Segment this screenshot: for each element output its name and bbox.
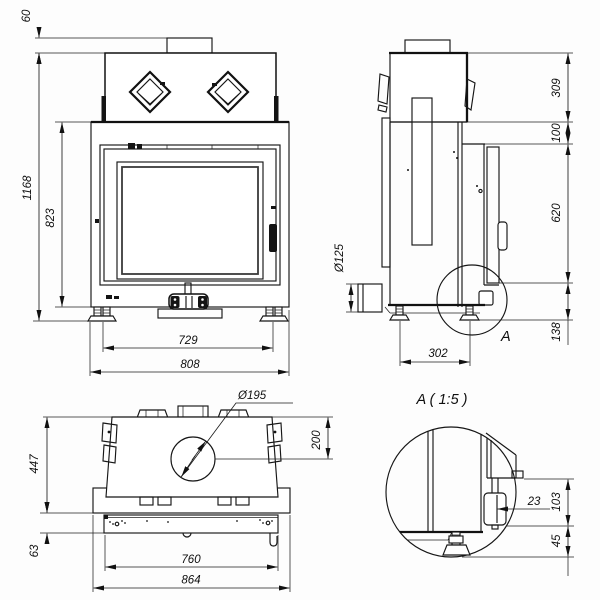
side-door-leaf — [486, 146, 500, 284]
dim-label-o195: Ø195 — [237, 390, 267, 402]
dim-label-823: 823 — [45, 208, 57, 228]
side-body-lines — [389, 121, 499, 307]
dim-label-63: 63 — [29, 544, 41, 557]
detail-door-corner — [485, 432, 517, 479]
hood-right-bracket — [274, 96, 279, 122]
dim-label-138: 138 — [551, 322, 563, 342]
dim-label-309: 309 — [551, 78, 563, 98]
detail-a-circle — [436, 264, 508, 336]
facade-hook — [269, 533, 278, 547]
dim-label-23: 23 — [527, 496, 541, 508]
door-frame-inner — [103, 148, 277, 282]
front-body — [90, 121, 290, 308]
detail-tab — [511, 470, 524, 479]
dim-label-808: 808 — [180, 359, 200, 371]
detail-boundary-circle — [385, 426, 517, 558]
convection-slot — [411, 97, 433, 246]
dim-label-1168: 1168 — [22, 175, 34, 200]
detail-view-a: A ( 1:5 ) 23 103 45 — [385, 392, 574, 576]
dim-label-302: 302 — [428, 348, 448, 360]
dim-label-760: 760 — [181, 554, 201, 566]
top-bracket-right — [266, 422, 283, 464]
side-air-valve — [478, 290, 494, 306]
facade-rivets — [109, 519, 273, 527]
door-latch — [269, 224, 277, 252]
side-door-handle — [497, 221, 508, 251]
side-feet — [388, 305, 481, 321]
dim-label-103: 103 — [551, 492, 563, 512]
facade-notch — [182, 532, 192, 538]
front-feet — [86, 306, 290, 322]
dim-label-620: 620 — [551, 203, 563, 223]
glass-pane — [121, 166, 259, 275]
flue-collar-tab — [177, 405, 209, 418]
base-plate — [157, 308, 223, 319]
dim-label-100: 100 — [551, 123, 563, 143]
dim-label-729: 729 — [178, 335, 198, 347]
dim-label-864: 864 — [181, 575, 200, 587]
side-chimney-stub — [404, 39, 451, 54]
glass-frame — [116, 161, 264, 280]
air-inlet-pipe — [357, 283, 383, 313]
detail-title: A ( 1:5 ) — [415, 392, 467, 408]
dim-label-45: 45 — [551, 534, 563, 547]
hinge-top — [128, 143, 135, 149]
front-chimney-stub — [166, 37, 213, 54]
door-frame-outer — [99, 144, 281, 286]
detail-foot — [442, 531, 471, 556]
dim-label-447: 447 — [29, 454, 41, 474]
top-view: 447 63 200 Ø195 760 864 — [29, 390, 333, 592]
detail-clipped-geometry — [386, 427, 483, 541]
front-view: 60 1168 823 729 808 — [21, 9, 290, 376]
detail-a-marker: A — [500, 329, 511, 345]
hood-left-bracket — [101, 96, 106, 122]
side-view: 309 100 620 138 302 Ø125 A — [334, 39, 573, 366]
front-hood — [104, 52, 277, 123]
dim-label-60: 60 — [21, 9, 33, 22]
side-bracket-left — [377, 73, 390, 105]
rear-heat-shield — [381, 117, 391, 268]
top-bracket-left — [101, 422, 118, 464]
hinge-bottom — [106, 295, 112, 299]
side-bracket-right — [464, 78, 476, 111]
dim-label-200: 200 — [311, 430, 323, 451]
dim-label-o125: Ø125 — [334, 243, 346, 273]
vent-diamond-right — [206, 70, 250, 114]
